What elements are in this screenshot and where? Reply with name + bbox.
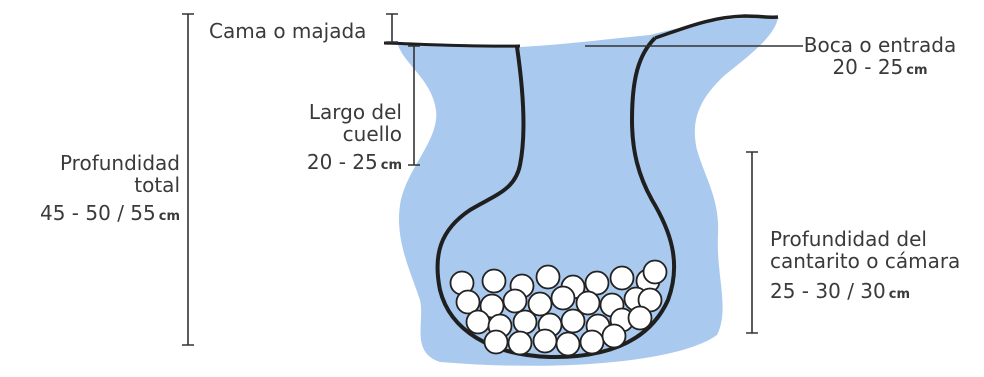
egg-28 bbox=[509, 332, 532, 355]
egg-2 bbox=[483, 270, 506, 293]
egg-26 bbox=[629, 307, 652, 330]
egg-19 bbox=[467, 311, 490, 334]
chamber-depth-label: Profundidad del cantarito o cámara 25 - … bbox=[770, 228, 960, 306]
egg-4 bbox=[537, 266, 560, 289]
egg-29 bbox=[534, 330, 557, 353]
neck-title-line2: cuello bbox=[250, 123, 402, 145]
neck-range-value: 20 - 25 bbox=[307, 150, 378, 174]
egg-31 bbox=[581, 331, 604, 354]
egg-12 bbox=[504, 290, 527, 313]
egg-27 bbox=[485, 331, 508, 354]
chamber-title-line2: cantarito o cámara bbox=[770, 250, 960, 272]
mouth-range-value: 20 - 25 bbox=[832, 55, 903, 79]
mouth-title: Boca o entrada bbox=[780, 34, 980, 56]
bed-bracket bbox=[386, 14, 398, 42]
total-unit: cm bbox=[159, 209, 180, 224]
bed-label-text: Cama o majada bbox=[209, 19, 366, 43]
mouth-unit: cm bbox=[906, 63, 927, 78]
egg-23 bbox=[562, 310, 585, 333]
egg-7 bbox=[611, 267, 634, 290]
egg-9 bbox=[644, 261, 667, 284]
total-range-value: 45 - 50 / 55 bbox=[40, 201, 156, 225]
egg-30 bbox=[557, 333, 580, 356]
total-title-line2: total bbox=[0, 174, 180, 196]
total-depth-bracket bbox=[182, 14, 194, 345]
total-title-line1: Profundidad bbox=[0, 152, 180, 174]
neck-unit: cm bbox=[381, 158, 402, 173]
chamber-unit: cm bbox=[889, 287, 910, 302]
egg-32 bbox=[603, 325, 626, 348]
chamber-title-line1: Profundidad del bbox=[770, 228, 960, 250]
neck-title-line1: Largo del bbox=[250, 101, 402, 123]
egg-21 bbox=[514, 311, 537, 334]
chamber-range-value: 25 - 30 / 30 bbox=[770, 279, 886, 303]
chamber-bracket bbox=[746, 152, 758, 333]
egg-14 bbox=[552, 287, 575, 310]
bed-label: Cama o majada bbox=[209, 20, 366, 42]
